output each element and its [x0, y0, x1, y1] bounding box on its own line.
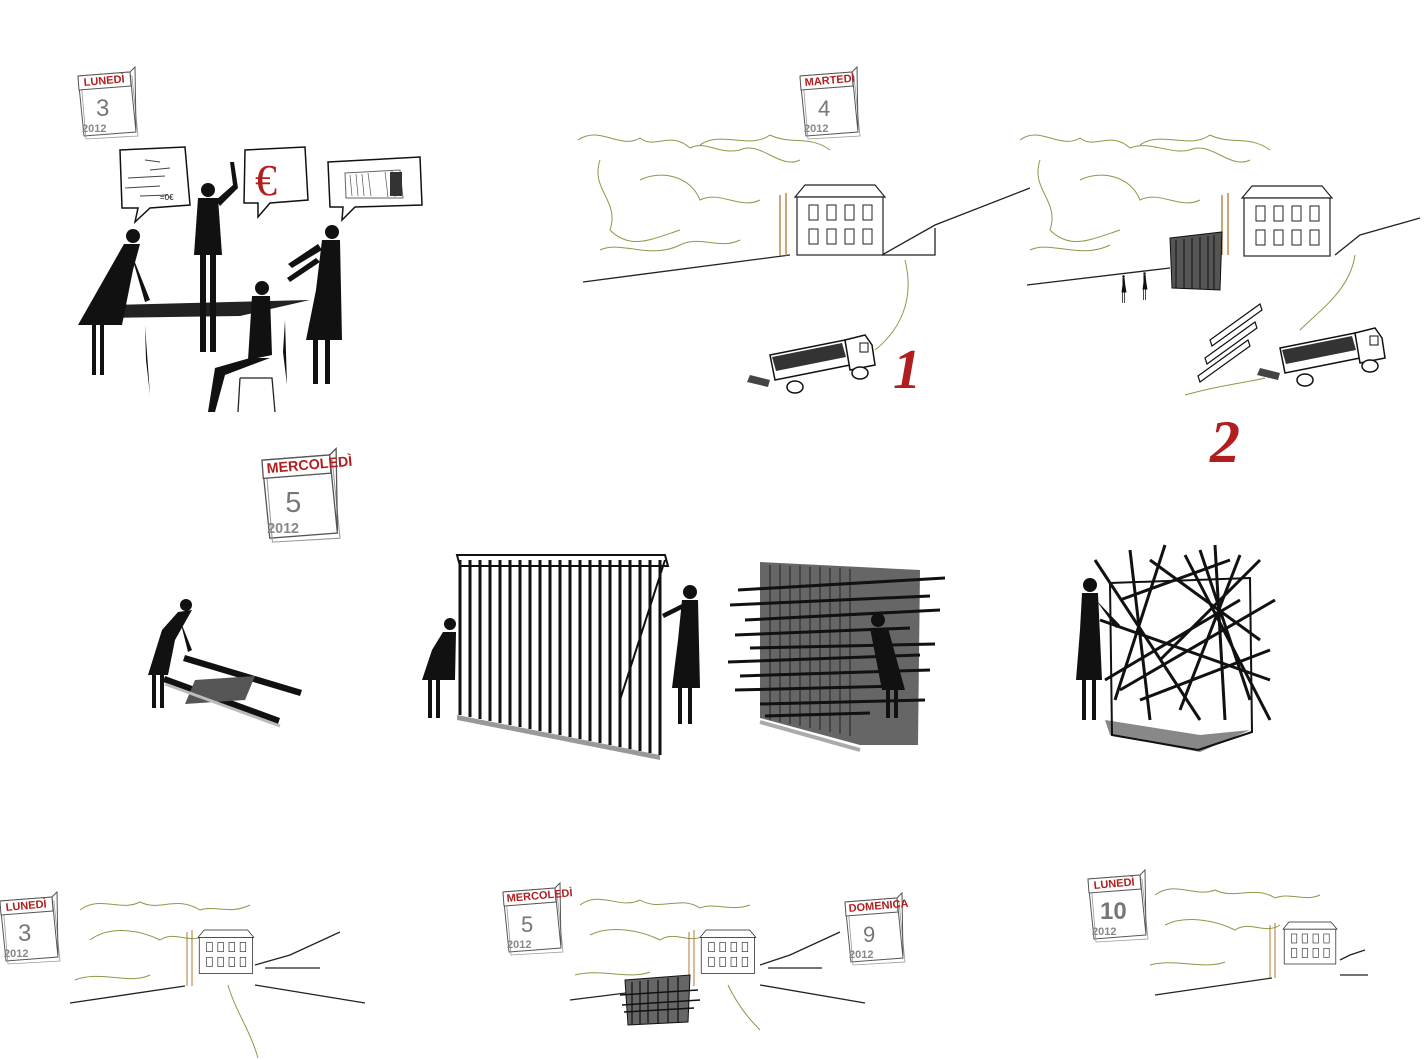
installation-cage-small	[1169, 231, 1223, 291]
calendar-day: 3	[18, 920, 31, 947]
calendar-year: 2012	[267, 521, 299, 537]
installation-miniature	[619, 974, 701, 1026]
timeline-scene-construction: MERCOLEDÌ 5 2012 DOMENICA 9 2012	[502, 882, 909, 1031]
calendar-day: 5	[521, 912, 533, 937]
worker-inside-silhouette	[870, 613, 905, 718]
truck-delivery-2	[1256, 327, 1386, 387]
speech-bubble-notes: =0€	[119, 146, 191, 225]
timeline-scene-after: LUNEDÌ 10 2012	[1087, 869, 1368, 996]
panel-meeting: LUNEDÌ 3 2012 =0€ €	[77, 66, 423, 413]
calendar-day: 3	[96, 95, 109, 122]
calendar-month: DOMENICA	[848, 898, 909, 915]
assembly-step-weaving	[727, 562, 946, 752]
calendar-month: LUNEDÌ	[83, 72, 125, 89]
calendar-day: 9	[863, 922, 875, 947]
calendar-year: 2012	[4, 948, 28, 960]
assembly-step-finished	[1076, 544, 1276, 752]
truck-delivery-1	[746, 334, 876, 394]
workers-carrying-silhouette	[1121, 272, 1148, 303]
calendar-monday-3-timeline: LUNEDÌ 3 2012	[0, 891, 61, 965]
calendar-month: MERCOLEDÌ	[506, 886, 573, 905]
person-pointing-silhouette	[194, 162, 238, 352]
calendar-day: 4	[818, 96, 830, 121]
calendar-month: MARTEDÌ	[804, 72, 855, 89]
person-gesturing-silhouette	[287, 225, 342, 384]
note-total: =0€	[160, 193, 174, 202]
worker-finished-silhouette	[1076, 578, 1120, 720]
calendar-day: 10	[1100, 898, 1127, 925]
assembly-step-base	[148, 599, 302, 728]
step-number-1: 1	[893, 339, 921, 401]
calendar-sunday-9-timeline: DOMENICA 9 2012	[844, 892, 909, 966]
speech-bubble-euro: €	[243, 146, 309, 220]
calendar-year: 2012	[849, 949, 873, 961]
calendar-wednesday-5-timeline: MERCOLEDÌ 5 2012	[502, 882, 573, 956]
panel-delivery: MARTEDÌ 4 2012 1	[577, 66, 1421, 475]
calendar-tuesday-4: MARTEDÌ 4 2012	[799, 66, 861, 140]
calendar-month: LUNEDÌ	[5, 897, 47, 914]
euro-symbol: €	[255, 156, 277, 205]
calendar-year: 2012	[804, 123, 828, 135]
calendar-monday-3: LUNEDÌ 3 2012	[77, 66, 139, 140]
calendar-month: LUNEDÌ	[1093, 875, 1135, 892]
landscape-scene-1: 1	[577, 134, 1031, 401]
worker-left-silhouette	[422, 618, 456, 718]
calendar-year: 2012	[82, 123, 106, 135]
worker-right-silhouette	[662, 585, 700, 724]
calendar-monday-10-timeline: LUNEDÌ 10 2012	[1087, 869, 1149, 943]
person-seated-silhouette	[208, 281, 276, 413]
step-number-2: 2	[1209, 409, 1240, 475]
landscape-scene-2: 2	[1019, 134, 1421, 475]
assembly-step-vertical-frame	[422, 554, 700, 760]
calendar-wednesday-5: MERCOLEDÌ 5 2012	[261, 447, 353, 543]
calendar-month: MERCOLEDÌ	[266, 453, 353, 477]
person-leaning-silhouette	[78, 229, 150, 375]
worker-bending-silhouette	[148, 599, 192, 708]
panel-assembly: MERCOLEDÌ 5 2012	[148, 447, 1276, 760]
calendar-year: 2012	[507, 939, 531, 951]
wooden-beams-stack	[1197, 303, 1263, 383]
panel-timeline: LUNEDÌ 3 2012 MERCOLEDÌ 5 2012	[0, 869, 1368, 1059]
timeline-scene-before: LUNEDÌ 3 2012	[0, 891, 366, 1059]
speech-bubble-sketch	[327, 156, 423, 222]
calendar-day: 5	[285, 487, 301, 519]
calendar-year: 2012	[1092, 926, 1116, 938]
